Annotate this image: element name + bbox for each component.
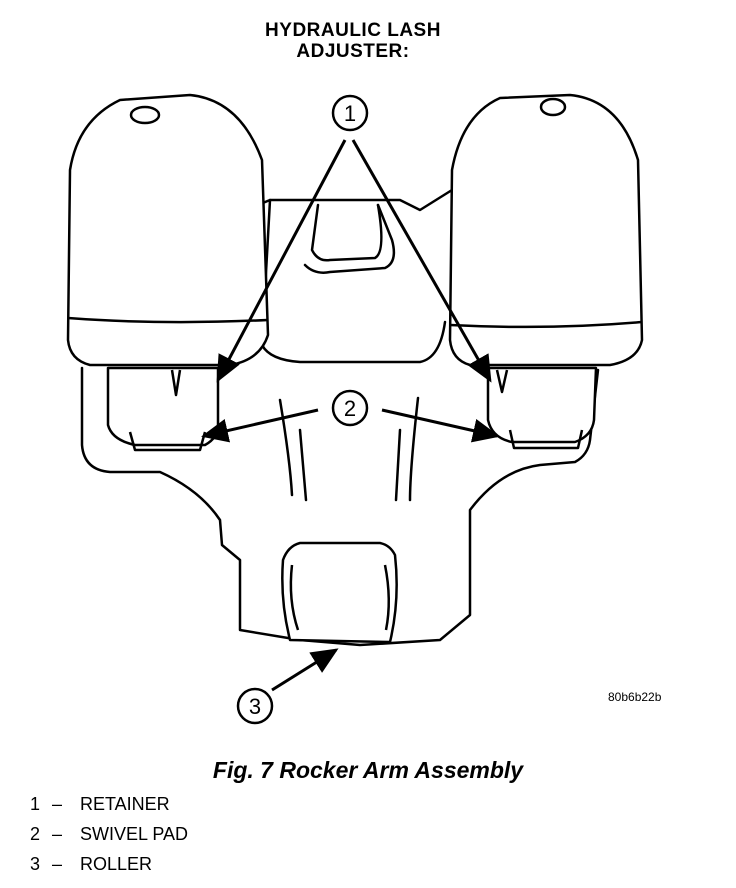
center-ridge-right [408, 396, 420, 502]
callout-1-label: 1 [344, 101, 356, 126]
center-ridge-left [278, 398, 294, 497]
right-lash-adjuster [448, 93, 644, 450]
arrow-1-right [351, 139, 492, 383]
legend-num: 2 [30, 824, 41, 844]
arrow-3 [271, 648, 339, 692]
title-line-1: HYDRAULIC LASH [265, 20, 441, 41]
legend-label: ROLLER [80, 854, 153, 874]
arrow-2-left [201, 408, 319, 443]
figure-code: 80b6b22b [608, 690, 662, 704]
left-lash-adjuster [66, 93, 270, 452]
legend-item-roller: 3–ROLLER [30, 854, 152, 875]
roller [281, 541, 398, 644]
legend-dash: – [52, 824, 63, 844]
title-line-2: ADJUSTER: [296, 41, 410, 62]
arrow-1-left [216, 139, 347, 383]
arrow-2-right [381, 408, 500, 443]
callout-3-label: 3 [249, 694, 261, 719]
rocker-body-outline [80, 366, 600, 647]
callout-2-label: 2 [344, 396, 356, 421]
figure-caption: Fig. 7 Rocker Arm Assembly [212, 757, 524, 783]
legend-item-retainer: 1–RETAINER [30, 794, 170, 815]
legend-item-swivel-pad: 2–SWIVEL PAD [30, 824, 188, 845]
callout-3: 3 [236, 687, 274, 725]
legend-num: 1 [30, 794, 41, 814]
legend-num: 3 [30, 854, 41, 874]
legend-label: SWIVEL PAD [80, 824, 189, 844]
legend-dash: – [52, 854, 63, 874]
callout-2: 2 [331, 389, 369, 427]
callout-1: 1 [331, 94, 369, 132]
legend-dash: – [52, 794, 63, 814]
center-casting [256, 188, 454, 212]
legend-label: RETAINER [80, 794, 170, 814]
